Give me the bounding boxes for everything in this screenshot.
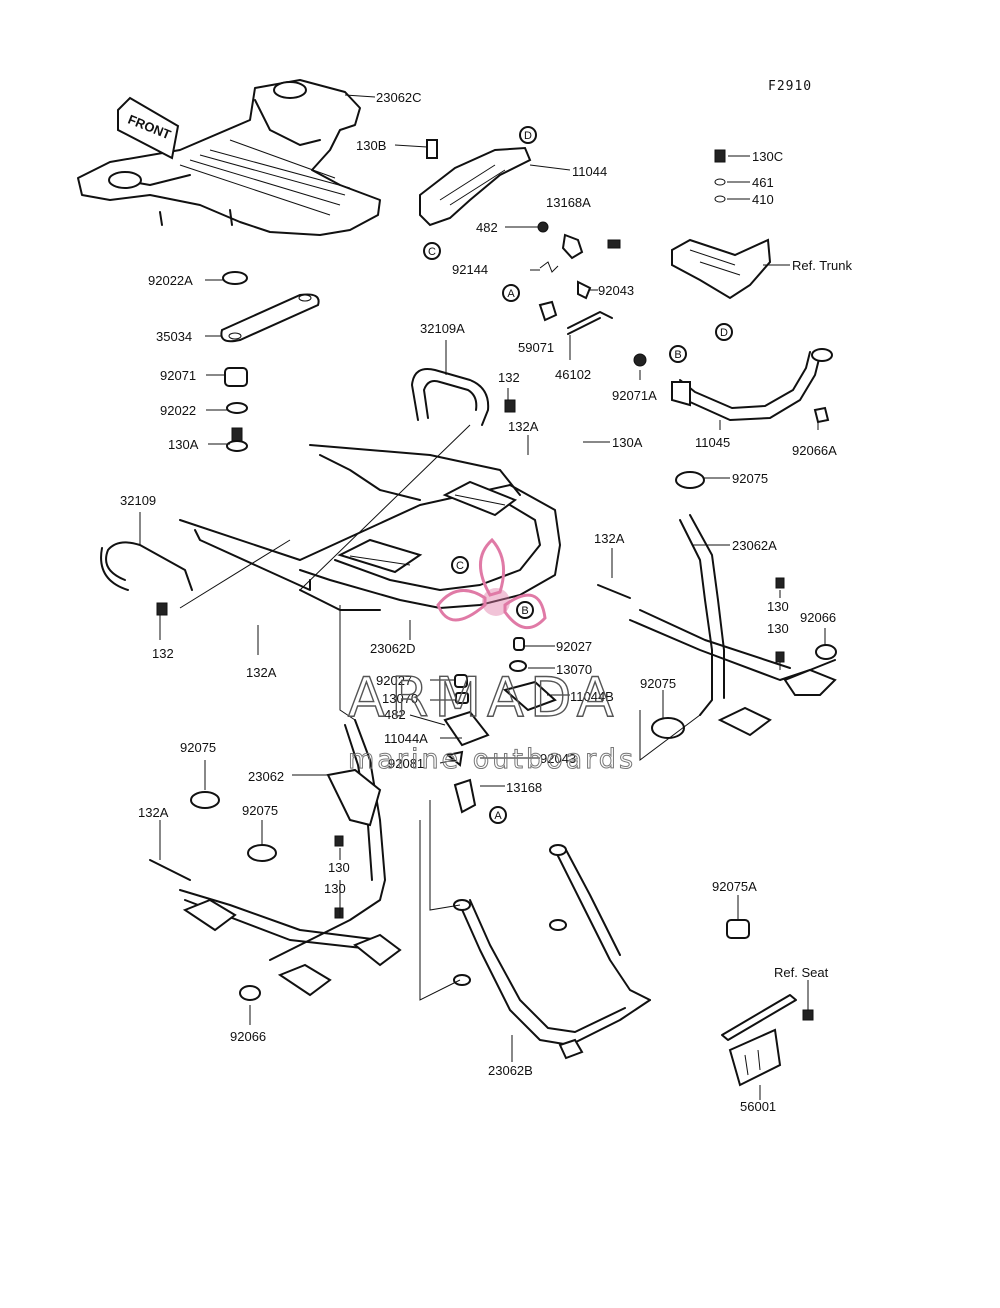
part-label: 92075 — [732, 471, 768, 486]
front-rack-23062c — [77, 79, 381, 236]
part-label: 32109A — [420, 321, 465, 336]
part-label: 92027 — [376, 673, 412, 688]
part-label: 35034 — [156, 329, 192, 344]
callout-d-top: D — [524, 130, 532, 142]
part-label: 11044 — [572, 164, 607, 179]
part-label: 92043 — [598, 283, 634, 298]
callout-d-trunk: D — [720, 327, 728, 339]
watermark-title: ARMADA — [348, 666, 620, 729]
center-stack-parts — [443, 637, 557, 814]
callout-c-top: C — [428, 246, 436, 258]
part-label: 92066 — [230, 1029, 266, 1044]
part-label: 11045 — [695, 435, 730, 450]
part-label: 59071 — [518, 340, 554, 355]
leader-lines — [139, 94, 826, 1100]
watermark-logo — [436, 537, 547, 629]
part-label: 92075 — [242, 803, 278, 818]
part-label: 482 — [384, 707, 406, 722]
part-label: 92144 — [452, 262, 488, 277]
part-label: 11044A — [384, 731, 428, 746]
callout-a-top: A — [507, 288, 515, 300]
part-label: 130B — [356, 138, 386, 153]
frame-23062a — [597, 471, 837, 739]
main-rack-23062d — [179, 444, 561, 611]
callout-a-bottom: A — [494, 810, 502, 822]
part-label: 11044B — [570, 689, 614, 704]
part-label: 92075 — [640, 676, 676, 691]
callout-c-rack: C — [456, 560, 464, 572]
handle-32109 — [100, 541, 193, 616]
small-parts-left — [220, 271, 320, 452]
part-label: 92071 — [160, 368, 196, 383]
part-label: 23062B — [488, 1063, 533, 1078]
seat-parts — [721, 919, 814, 1087]
watermark-subtitle: marine outboards — [348, 744, 636, 775]
part-label: 92075A — [712, 879, 757, 894]
part-label: 13070 — [556, 662, 592, 677]
part-label: 130 — [767, 599, 789, 614]
part-label: 132 — [152, 646, 174, 661]
part-label: 13168 — [506, 780, 542, 795]
part-label: 92066A — [792, 443, 837, 458]
part-label: 13168A — [546, 195, 591, 210]
bracket-11044 — [419, 139, 532, 227]
part-label: 92075 — [180, 740, 216, 755]
part-label: 92022A — [148, 273, 193, 288]
part-label: 56001 — [740, 1099, 776, 1114]
handle-32109a — [411, 368, 516, 426]
part-label: 92043 — [540, 751, 576, 766]
part-labels: 23062C 130B 11044 130C 461 410 13168A 48… — [120, 90, 852, 1114]
part-label: 23062A — [732, 538, 777, 553]
frame-23062 — [149, 719, 402, 1001]
part-label: 92081 — [388, 756, 424, 771]
part-label: 46102 — [555, 367, 591, 382]
watermark: ARMADA marine outboards — [347, 537, 636, 776]
part-label: 130 — [328, 860, 350, 875]
callout-markers: D C A D B C B A — [423, 126, 733, 824]
callout-b-rack: B — [521, 605, 528, 617]
figure-code: F2910 — [768, 79, 812, 94]
front-arrow-sign: FRONT — [117, 96, 180, 160]
trunk-bracket — [671, 149, 772, 300]
part-label: Ref. Seat — [774, 965, 829, 980]
bar-11045 — [633, 348, 833, 424]
part-label: 23062D — [370, 641, 416, 656]
part-label: 130 — [767, 621, 789, 636]
part-label: 130A — [168, 437, 199, 452]
part-label: 132A — [138, 805, 169, 820]
part-label: 482 — [476, 220, 498, 235]
part-label: 130 — [324, 881, 346, 896]
part-label: 13070 — [382, 691, 418, 706]
callout-b-bar: B — [674, 349, 681, 361]
part-label: 130A — [612, 435, 643, 450]
part-label: 92027 — [556, 639, 592, 654]
part-label: 23062 — [248, 769, 284, 784]
part-label: 461 — [752, 175, 774, 190]
frame-23062b — [453, 844, 651, 1060]
small-parts-center — [537, 221, 621, 335]
part-label: 130C — [752, 149, 783, 164]
part-label: 92022 — [160, 403, 196, 418]
part-label: 132A — [508, 419, 539, 434]
part-label: 132A — [246, 665, 277, 680]
part-label: 92071A — [612, 388, 657, 403]
part-label: Ref. Trunk — [792, 258, 852, 273]
part-label: 132 — [498, 370, 520, 385]
part-label: 92066 — [800, 610, 836, 625]
part-label: 23062C — [376, 90, 422, 105]
part-label: 410 — [752, 192, 774, 207]
part-label: 32109 — [120, 493, 156, 508]
part-label: 132A — [594, 531, 625, 546]
